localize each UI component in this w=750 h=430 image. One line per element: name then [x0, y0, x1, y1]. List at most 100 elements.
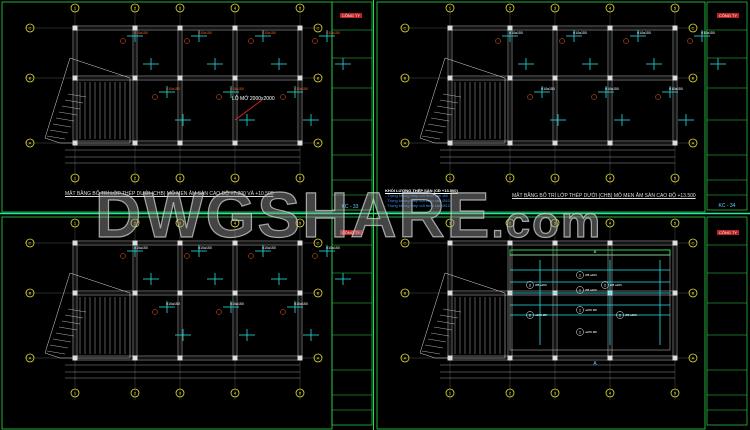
axis-label: C — [29, 241, 32, 246]
axis-label: 3 — [179, 391, 182, 396]
axis-label: C — [404, 241, 407, 246]
column — [232, 25, 238, 31]
stair-tread — [439, 314, 459, 319]
axis-bubble — [505, 173, 515, 183]
axis-label: A — [692, 356, 695, 361]
rebar-mark — [248, 253, 254, 259]
column — [607, 240, 613, 246]
rebar-mark — [248, 38, 254, 44]
stair-tread — [424, 129, 444, 134]
axis-bubble — [688, 288, 698, 298]
axis-label: 1 — [449, 176, 452, 181]
column — [297, 25, 303, 31]
rebar-mark — [216, 309, 222, 315]
axis-bubble — [400, 138, 410, 148]
axis-bubble — [230, 173, 240, 183]
axis-bubble — [505, 388, 515, 398]
stair-tread — [442, 308, 462, 313]
column — [132, 75, 138, 81]
rebar-mark — [576, 271, 584, 279]
rebar-label: #10a150 — [294, 87, 308, 91]
stair-tread — [439, 99, 459, 104]
axis-bubble — [445, 388, 455, 398]
column — [177, 290, 183, 296]
rebar-label: #10a150 — [605, 87, 619, 91]
axis-bubble — [130, 218, 140, 228]
axis-label: 4 — [234, 391, 237, 396]
axis-label: 3 — [554, 221, 557, 226]
rebar-label: #10a150 — [166, 302, 180, 306]
rebar-label: #10a150 — [166, 87, 180, 91]
column — [447, 240, 453, 246]
rebar-mark — [576, 306, 584, 314]
rebar-label: #10a150 — [326, 31, 340, 35]
axis-bubble — [688, 23, 698, 33]
axis-bubble — [550, 218, 560, 228]
axis-label: 3 — [179, 221, 182, 226]
rebar-label: #10a150 — [326, 246, 340, 250]
slab-edge — [509, 249, 671, 256]
rebar-label: #10a150 — [134, 31, 148, 35]
stair-tread — [433, 111, 453, 116]
column — [232, 290, 238, 296]
rebar-label: a200 Ø8 — [585, 308, 597, 312]
title-block-stamp: CÔNG TY — [717, 230, 739, 235]
axis-bubble — [605, 388, 615, 398]
axis-bubble — [688, 353, 698, 363]
axis-bubble — [295, 388, 305, 398]
axis-bubble — [313, 288, 323, 298]
axis-bubble — [605, 173, 615, 183]
column — [132, 25, 138, 31]
axis-bubble — [605, 3, 615, 13]
sheet-number-1: KC - 33 — [341, 204, 359, 210]
stair-outline — [419, 57, 506, 144]
rebar-mark-number: 2 — [604, 283, 607, 288]
column — [552, 240, 558, 246]
stair-tread — [64, 314, 84, 319]
rebar-mark — [687, 38, 693, 44]
stair-tread — [430, 117, 450, 122]
axis-label: C — [317, 241, 320, 246]
axis-label: 4 — [609, 6, 612, 11]
stair-outline — [419, 272, 506, 359]
axis-bubble — [230, 388, 240, 398]
column — [507, 25, 513, 31]
column — [507, 240, 513, 246]
axis-label: 4 — [609, 391, 612, 396]
sheet-frame — [376, 216, 706, 430]
rebar-mark — [495, 38, 501, 44]
column — [72, 75, 78, 81]
column — [297, 240, 303, 246]
axis-bubble — [445, 3, 455, 13]
column — [232, 75, 238, 81]
stair-outline — [44, 57, 131, 144]
axis-bubble — [505, 3, 515, 13]
rebar-mark — [216, 94, 222, 100]
stair-tread — [46, 350, 66, 355]
axis-label: 2 — [509, 176, 512, 181]
legend-row: - Trọng lượng thép cốt thép sàn Ø12 — [385, 203, 450, 208]
rebar-mark — [280, 94, 286, 100]
stair-tread — [427, 338, 447, 343]
column — [72, 25, 78, 31]
rebar-label: #10a150 — [134, 246, 148, 250]
axis-label: 4 — [234, 6, 237, 11]
axis-bubble — [400, 238, 410, 248]
column — [72, 240, 78, 246]
column — [607, 140, 613, 146]
axis-label: A — [29, 356, 32, 361]
axis-label: 5 — [299, 6, 302, 11]
axis-bubble — [400, 73, 410, 83]
opening-marker — [234, 99, 263, 121]
rebar-mark — [576, 328, 584, 336]
stair-tread — [421, 350, 441, 355]
axis-label: A — [404, 141, 407, 146]
axis-label: 1 — [74, 221, 77, 226]
axis-label: B — [29, 76, 32, 81]
rebar-mark — [152, 309, 158, 315]
sheet-frame — [1, 1, 333, 213]
axis-label: 2 — [134, 221, 137, 226]
axis-bubble — [70, 218, 80, 228]
rebar-label: #10a150 — [230, 87, 244, 91]
rebar-label: #10a150 — [262, 31, 276, 35]
